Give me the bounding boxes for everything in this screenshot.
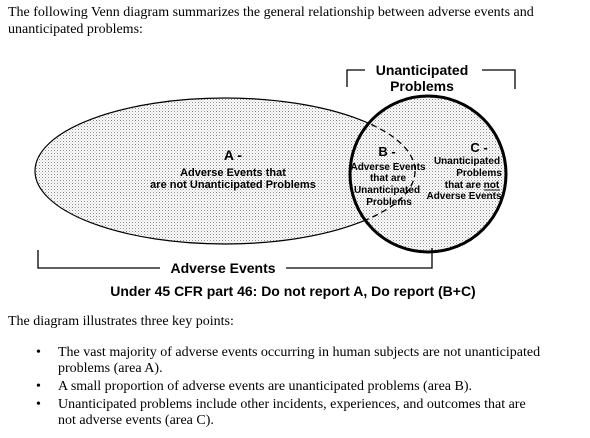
point-text-line2: problems (area A).: [58, 361, 163, 376]
adverse-events-label: Adverse Events: [170, 260, 275, 276]
area-a-letter: A -: [224, 147, 242, 163]
bullet-icon: •: [36, 345, 41, 360]
area-c-line2: Problems: [456, 168, 502, 179]
unanticipated-label-line1: Unanticipated: [376, 62, 469, 78]
summary-text: The diagram illustrates three key points…: [8, 314, 234, 329]
adverse-events-bracket: [37, 248, 433, 269]
bullet-icon: •: [36, 397, 41, 412]
unanticipated-problems-circle-fill: [350, 96, 506, 252]
list-item: • A small proportion of adverse events a…: [36, 379, 583, 395]
reporting-rule: Under 45 CFR part 46: Do not report A, D…: [110, 283, 475, 299]
area-c-line4: Adverse Events: [426, 191, 501, 202]
key-points-list: • The vast majority of adverse events oc…: [36, 345, 583, 431]
unanticipated-label-line2: Problems: [390, 78, 454, 94]
area-c-line1: Unanticipated: [434, 156, 500, 167]
area-b-line4: Problems: [366, 197, 412, 208]
area-c-letter: C -: [470, 140, 487, 155]
area-b-line1: Adverse Events: [350, 162, 425, 173]
list-item: • The vast majority of adverse events oc…: [36, 345, 583, 377]
intro-paragraph: The following Venn diagram summarizes th…: [8, 5, 534, 37]
unanticipated-problems-circle: [348, 94, 508, 254]
area-c-label: C - Unanticipated Problems that are not …: [426, 140, 502, 202]
area-c-line3: that are not: [445, 180, 500, 191]
area-a-line2: are not Unanticipated Problems: [150, 179, 316, 191]
area-b-line3: Unanticipated: [354, 185, 420, 196]
area-b-dashed-boundary: [350, 97, 416, 245]
area-b-line2: that are: [370, 173, 407, 184]
area-b-label: B - Adverse Events that are Unanticipate…: [350, 144, 425, 208]
point-text-line2: not adverse events (area C).: [58, 413, 214, 428]
point-text-line1: Unanticipated problems include other inc…: [58, 397, 526, 412]
bullet-icon: •: [36, 379, 41, 394]
area-b-letter: B -: [378, 144, 395, 159]
list-item: • Unanticipated problems include other i…: [36, 397, 583, 429]
area-a-label: A - Adverse Events that are not Unantici…: [150, 147, 316, 191]
area-a-line1: Adverse Events that: [180, 167, 286, 179]
unanticipated-bracket: [346, 69, 516, 89]
point-text-line1: A small proportion of adverse events are…: [58, 379, 473, 394]
point-text-line1: The vast majority of adverse events occu…: [58, 345, 541, 360]
